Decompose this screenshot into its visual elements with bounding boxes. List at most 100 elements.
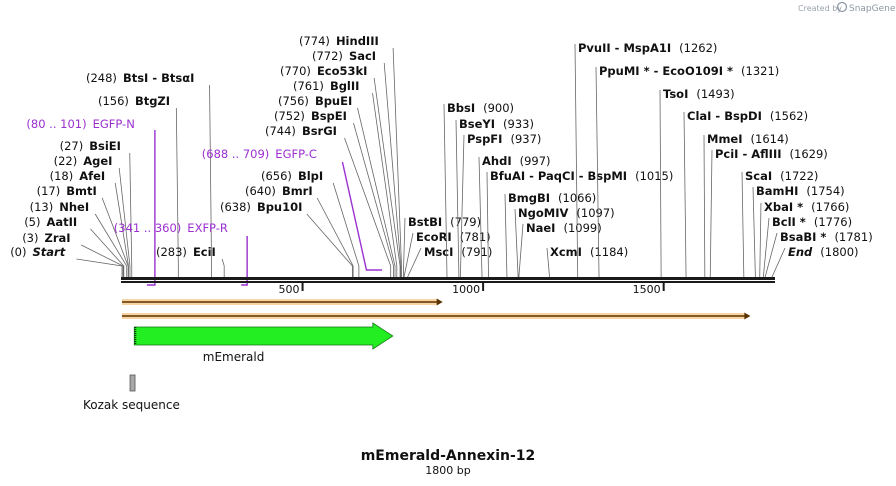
- enzyme-name: BstBI: [408, 215, 442, 229]
- enzyme-name: BclI *: [772, 215, 806, 229]
- cut-site: (761): [293, 79, 324, 93]
- credit-brand: SnapGene: [849, 4, 896, 14]
- enzyme-name: PspFI: [467, 132, 502, 146]
- enzyme-name: BtgZI: [135, 94, 170, 108]
- enzyme-name: BglII: [330, 79, 360, 93]
- enzyme-name: BpuEI: [315, 94, 352, 108]
- enzyme-bcli-star: BclI *(1776): [762, 215, 852, 278]
- enzyme-label: BclI *(1776): [772, 215, 852, 229]
- cut-site: (18): [50, 169, 74, 183]
- enzyme-name: BmgBI: [508, 191, 550, 205]
- cut-site: (1800): [820, 245, 858, 259]
- enzyme-name: XbaI *: [764, 200, 803, 214]
- leader-line: [659, 89, 662, 278]
- tick-mark: [301, 283, 304, 291]
- enzyme-bfuai-paqci-bspmi: BfuAI - PaqCI - BspMI(1015): [486, 169, 673, 278]
- leader-line: [762, 217, 770, 278]
- enzyme-ahdi: AhdI(997): [478, 154, 551, 278]
- primer-bracket: [341, 161, 383, 271]
- enzyme-label: (772)SacI: [312, 49, 376, 63]
- leader-line: [759, 202, 762, 278]
- enzyme-label: ClaI - BspDI(1562): [687, 109, 808, 123]
- enzyme-bsrgi: (744)BsrGI: [265, 124, 392, 277]
- enzyme-name: AgeI: [83, 154, 112, 168]
- enzyme-label: (13)NheI: [30, 200, 90, 214]
- enzyme-label: (761) BglII: [293, 79, 359, 93]
- enzyme-name: NaeI: [526, 221, 555, 235]
- cut-site: (3): [22, 231, 38, 245]
- ruler-tick: 1500: [633, 283, 665, 296]
- orf-arrow: [122, 312, 751, 320]
- enzyme-ppumi-star-ecoo109i-star: PpuMI * - EcoO109I *(1321): [595, 64, 779, 278]
- enzyme-label: (17)BmtI: [37, 184, 97, 198]
- cut-site: (774): [299, 34, 330, 48]
- primer-range: (688 .. 709): [202, 147, 269, 161]
- leader-line: [344, 137, 392, 277]
- enzyme-label: (638) Bpu10I: [220, 200, 302, 214]
- enzyme-name: MmeI: [707, 132, 743, 146]
- enzyme-label: PciI - AflIII(1629): [715, 147, 828, 161]
- orf-arrowhead-icon: [744, 312, 751, 320]
- feature-kozak-sequence: Kozak sequence: [83, 374, 180, 412]
- primer-egfp-n: (80 .. 101)EGFP-N: [26, 117, 156, 286]
- leader-line: [455, 119, 460, 278]
- leader-line: [752, 186, 756, 278]
- cut-site: (756): [278, 94, 309, 108]
- cut-site: (1321): [741, 64, 779, 78]
- cut-site: (1097): [576, 206, 614, 220]
- enzyme-label: BstBI (779): [408, 215, 481, 229]
- leader-line: [407, 247, 422, 278]
- cut-site: (900): [483, 101, 514, 115]
- cut-site: (779): [450, 215, 481, 229]
- feature-memerald: mEmerald: [133, 322, 394, 364]
- backbone-top-strand: [121, 277, 775, 280]
- cut-site: (1262): [679, 41, 717, 55]
- enzyme-name: BseYI: [459, 117, 495, 131]
- enzyme-label: EcoRI(781): [416, 230, 491, 244]
- cut-site: (156): [98, 94, 129, 108]
- enzyme-label: (156) BtgZI: [98, 94, 170, 108]
- orf-arrows: [122, 298, 751, 320]
- primer-range: (341 .. 360): [114, 221, 182, 235]
- enzyme-bseyi: BseYI(933): [455, 117, 534, 278]
- enzyme-name: BbsI: [447, 101, 475, 115]
- enzyme-name: Bpu10I: [257, 200, 302, 214]
- enzyme-label: (283)EciI: [156, 245, 216, 259]
- cut-site: (638): [220, 200, 251, 214]
- enzyme-label: End(1800): [788, 245, 859, 259]
- leader-line: [683, 111, 687, 278]
- leader-line: [459, 134, 465, 278]
- leader-line: [403, 232, 414, 278]
- leader-line: [114, 182, 129, 277]
- leader-line: [221, 258, 225, 277]
- leader-line: [357, 107, 396, 277]
- ruler-tick: 1000: [452, 283, 485, 296]
- cut-site: (752): [274, 109, 305, 123]
- feature-label: Kozak sequence: [83, 398, 180, 412]
- map-subtitle: 1800 bp: [425, 464, 470, 477]
- enzyme-msci: MscI(791): [407, 245, 492, 278]
- enzyme-label: BamHI(1754): [756, 184, 845, 198]
- cut-site: (781): [460, 230, 491, 244]
- enzyme-name: BmtI: [66, 184, 97, 198]
- enzyme-label: AhdI(997): [482, 154, 551, 168]
- enzyme-bsiei: (27)BsiEI: [60, 139, 133, 277]
- enzyme-name: BsrGI: [302, 124, 337, 138]
- enzyme-pvuii-mspa1i: PvuII - MspA1I(1262): [574, 41, 717, 278]
- enzyme-saci: (772)SacI: [312, 49, 402, 277]
- enzyme-bglii: (761) BglII: [293, 79, 398, 277]
- enzyme-aatii: (5)AatII: [24, 215, 125, 277]
- enzyme-label: (22)AgeI: [54, 154, 113, 168]
- enzyme-afei: (18)AfeI: [50, 169, 129, 277]
- leader-line: [574, 43, 579, 278]
- enzyme-label: (27)BsiEI: [60, 139, 121, 153]
- enzyme-bpu10i: (638) Bpu10I: [220, 200, 353, 277]
- enzyme-name: NheI: [59, 200, 89, 214]
- leader-line: [478, 156, 483, 278]
- orf-arrowhead-icon: [436, 298, 443, 306]
- enzyme-start: (0)Start: [10, 245, 123, 277]
- primer-exfp-r: (341 .. 360)EXFP-R: [114, 221, 248, 286]
- leader-line: [306, 213, 353, 277]
- enzyme-name: ClaI - BspDI: [687, 109, 762, 123]
